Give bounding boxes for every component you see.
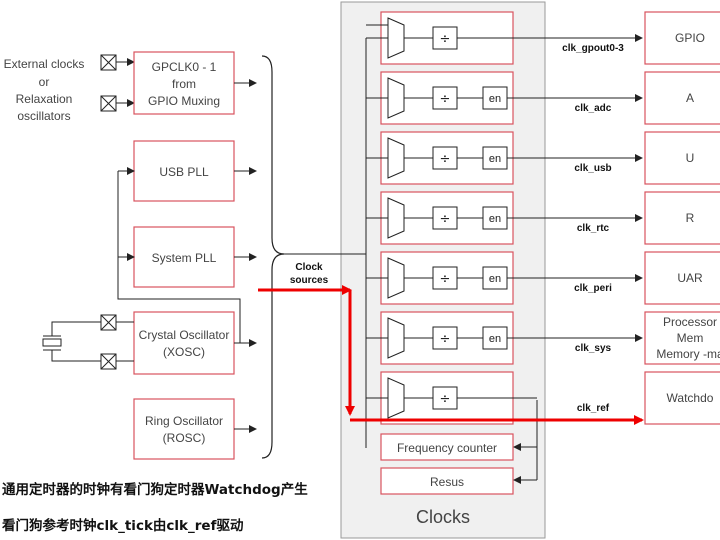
clock-generator-row: ÷ en clk_peri UAR	[366, 251, 720, 305]
clock-generator-row: ÷ en clk_adc A	[366, 71, 720, 125]
relaxation-label: Relaxation	[16, 92, 73, 106]
destination-box	[644, 11, 720, 65]
crystal-pad-1	[100, 314, 117, 331]
enable-label: en	[489, 273, 501, 285]
gpclk-label-3: GPIO Muxing	[148, 94, 220, 108]
external-clocks-label: External clocks	[4, 57, 85, 71]
signal-label: clk_sys	[575, 343, 612, 354]
crystal-pad-2	[100, 353, 117, 370]
signal-label: clk_rtc	[577, 223, 610, 234]
destination-box	[644, 71, 720, 125]
usb-pll-box	[133, 140, 235, 202]
source-output-arrows	[234, 79, 257, 433]
destination-box	[644, 311, 720, 365]
system-pll-box	[133, 226, 235, 288]
destination-label: A	[686, 91, 694, 105]
external-or-label: or	[39, 75, 50, 89]
signal-label: clk_adc	[575, 103, 612, 114]
usb-pll-label: USB PLL	[159, 165, 209, 179]
divider-icon: ÷	[440, 92, 451, 107]
clock-sources-brace	[261, 55, 285, 459]
crystal-icon	[42, 321, 101, 362]
xosc-label-1: Crystal Oscillator	[139, 328, 230, 342]
divider-icon: ÷	[440, 32, 451, 47]
oscillators-label: oscillators	[17, 109, 70, 123]
frequency-counter-label: Frequency counter	[397, 441, 497, 455]
enable-label: en	[489, 333, 501, 345]
enable-label: en	[489, 213, 501, 225]
enable-label: en	[489, 153, 501, 165]
destination-label: GPIO	[675, 31, 705, 45]
caption-line-1: 通用定时器的时钟有看门狗定时器Watchdog产生	[2, 481, 308, 498]
destination-label: Processor	[663, 315, 717, 329]
gpclk-label-1: GPCLK0 - 1	[152, 60, 217, 74]
clock-sources-label-1: Clock	[295, 262, 323, 273]
external-pad-1	[100, 54, 117, 71]
destination-box	[644, 251, 720, 305]
divider-icon: ÷	[440, 212, 451, 227]
caption-line-2: 看门狗参考时钟clk_tick由clk_ref驱动	[1, 517, 244, 534]
destination-label: Watchdo	[667, 391, 714, 405]
mux-icon	[387, 17, 405, 59]
clock-generator-row: ÷ clk_ref Watchdo	[366, 371, 720, 425]
enable-label: en	[489, 93, 501, 105]
mux-icon	[387, 137, 405, 179]
divider-icon: ÷	[440, 272, 451, 287]
mux-icon	[387, 77, 405, 119]
signal-label: clk_gpout0-3	[562, 43, 624, 54]
pll-feed-lines	[117, 167, 241, 343]
highlight-path	[258, 285, 644, 425]
signal-label: clk_peri	[574, 283, 612, 294]
clock-generator-row: ÷ en clk_rtc R	[366, 191, 720, 245]
destination-box	[644, 191, 720, 245]
signal-label: clk_ref	[577, 403, 610, 414]
xosc-box	[133, 311, 235, 375]
clocks-title: Clocks	[416, 507, 470, 527]
mux-icon	[387, 377, 405, 419]
counter-feedback-lines	[513, 400, 538, 484]
destination-label: Memory -ma	[656, 347, 720, 361]
system-pll-label: System PLL	[152, 251, 217, 265]
mux-icon	[387, 317, 405, 359]
gpclk-label-2: from	[172, 77, 196, 91]
destination-box	[644, 371, 720, 425]
signal-label: clk_usb	[574, 163, 611, 174]
destination-label: R	[686, 211, 695, 225]
gpclk-box	[133, 51, 235, 115]
rosc-label-2: (ROSC)	[163, 431, 206, 445]
destination-label: UAR	[677, 271, 703, 285]
mux-icon	[387, 197, 405, 239]
rosc-label-1: Ring Oscillator	[145, 414, 223, 428]
destination-label: Mem	[677, 331, 704, 345]
rosc-box	[133, 398, 235, 460]
divider-icon: ÷	[440, 152, 451, 167]
divider-icon: ÷	[440, 392, 451, 407]
xosc-label-2: (XOSC)	[163, 345, 205, 359]
external-pad-2	[100, 95, 117, 112]
destination-label: U	[686, 151, 695, 165]
clock-generator-row: ÷ clk_gpout0-3 GPIO	[366, 11, 720, 65]
mux-icon	[387, 257, 405, 299]
frequency-counter-box	[380, 433, 514, 461]
divider-icon: ÷	[440, 332, 451, 347]
resus-label: Resus	[430, 475, 464, 489]
destination-box	[644, 131, 720, 185]
clock-sources-label-2: sources	[290, 275, 329, 286]
clock-generator-row: ÷ en clk_usb U	[366, 131, 720, 185]
